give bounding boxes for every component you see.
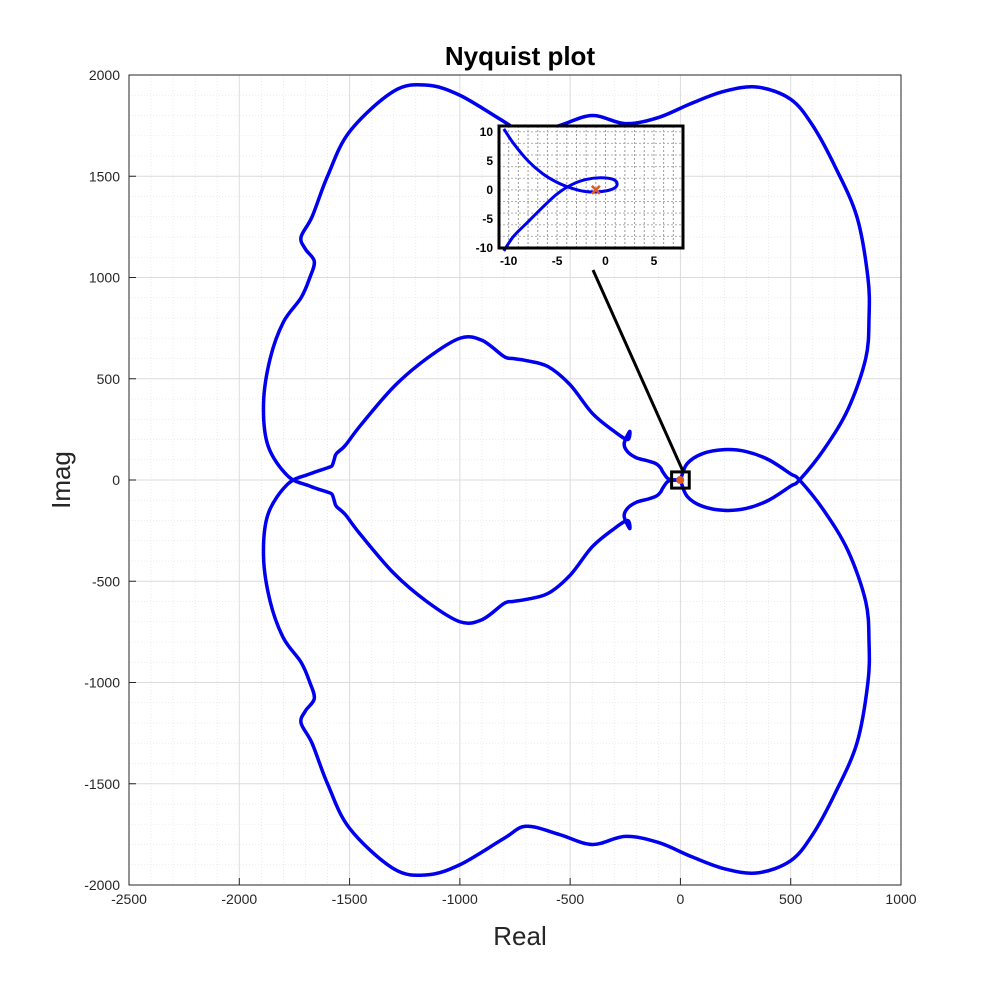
inset-y-tick-label: 10 (480, 125, 494, 139)
critical-point-dot (676, 476, 685, 484)
y-tick-label: 500 (97, 371, 121, 387)
inset-x-ticks: -10 -5 0 5 (500, 254, 658, 268)
inset-x-tick-label: -10 (500, 254, 518, 268)
zoom-box (670, 470, 691, 490)
x-tick-label: -500 (556, 891, 584, 907)
y-tick-label: 1000 (89, 270, 120, 286)
y-tick-label: 2000 (89, 67, 120, 83)
inset-frame (497, 124, 685, 250)
x-tick-label: -2000 (221, 891, 257, 907)
y-tick-label: -2000 (84, 877, 120, 893)
x-tick-label: -1500 (332, 891, 368, 907)
y-tick-label: 1500 (89, 168, 120, 184)
nyquist-branch-positive (261, 82, 872, 625)
inset-x-marker-stroke (590, 185, 601, 195)
inset-y-tick-label: 5 (486, 154, 493, 168)
x-axis-title: Real (493, 921, 546, 951)
x-tick-label: 1000 (885, 891, 916, 907)
inset-x-tick-label: -5 (552, 254, 563, 268)
x-tick-label: 500 (779, 891, 803, 907)
inset-x-tick-label: 0 (602, 254, 609, 268)
zoom-box-rect (670, 470, 691, 490)
y-tick-label: -500 (92, 573, 120, 589)
x-tick-label: 0 (677, 891, 685, 907)
y-axis-ticks: -2000 -1500 -1000 -500 0 500 1000 1500 2000 (84, 67, 136, 893)
inset-x-tick-label: 5 (651, 254, 658, 268)
x-axis-ticks: -2500 -2000 -1500 -1000 -500 0 500 1000 (111, 878, 917, 907)
nyquist-curve (261, 82, 872, 878)
critical-point-marker (676, 476, 685, 484)
inset-y-tick-label: -5 (482, 212, 493, 226)
inset-curve (502, 128, 619, 252)
inset-y-tick-label: -10 (476, 241, 494, 255)
y-tick-label: -1500 (84, 776, 120, 792)
inset-nyquist-curve (502, 128, 619, 252)
x-tick-label: -2500 (111, 891, 147, 907)
inset-background (499, 126, 683, 248)
inset-critical-point (590, 185, 601, 195)
y-tick-label: 0 (112, 472, 120, 488)
inset-grid (498, 126, 684, 249)
y-axis-title: Imag (46, 451, 76, 509)
nyquist-branch-negative (261, 335, 872, 878)
x-tick-label: -1000 (442, 891, 478, 907)
chart-title: Nyquist plot (445, 41, 596, 71)
inset-y-ticks: -10 -5 0 5 10 (476, 125, 494, 255)
y-tick-label: -1000 (84, 675, 120, 691)
zoom-connector-line (591, 269, 685, 473)
inset-plot: -10 -5 0 5 -10 -5 0 5 10 (476, 124, 685, 268)
inset-y-tick-label: 0 (486, 183, 493, 197)
